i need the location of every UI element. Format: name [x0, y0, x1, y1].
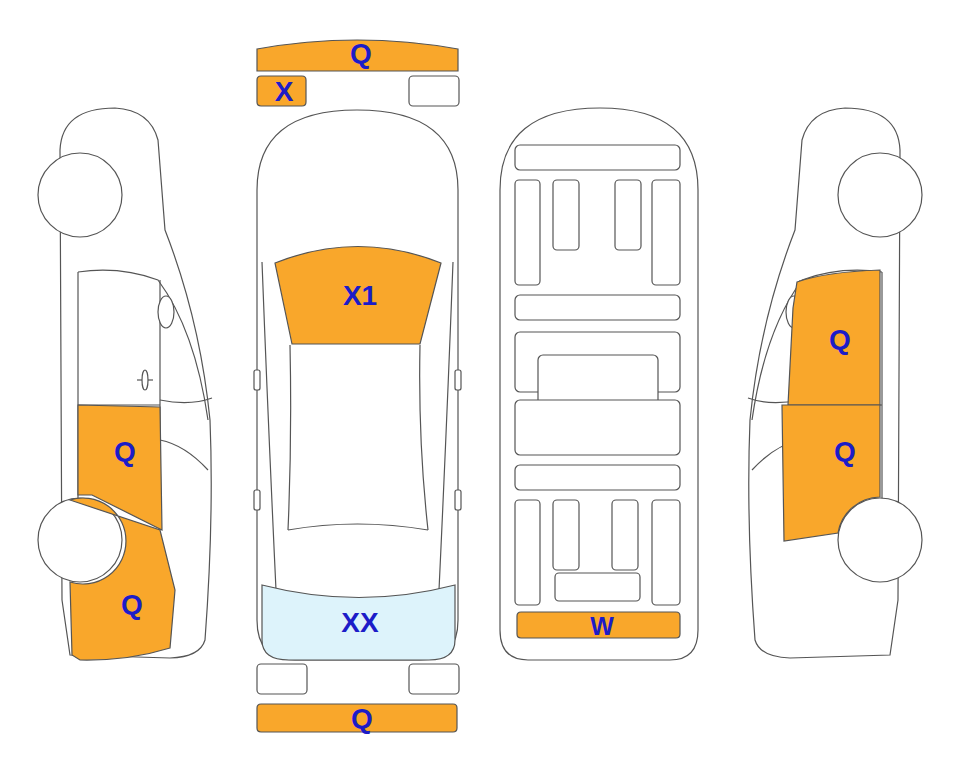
panel-shape: [76, 403, 166, 533]
panel-outline: [257, 76, 306, 106]
damage-code: XX: [341, 609, 378, 637]
left-rear-quarter-panel: Q: [68, 495, 178, 663]
damage-code: Q: [834, 438, 856, 466]
damage-code: Q: [121, 591, 143, 619]
damage-code: W: [590, 614, 614, 639]
damage-code: Q: [351, 705, 373, 733]
damage-code: Q: [114, 438, 136, 466]
panel-outline: [70, 498, 175, 660]
damage-code: Q: [350, 40, 372, 68]
rear-bumper-panel: Q: [257, 704, 457, 732]
panel-outline: [78, 405, 162, 530]
windshield-panel: X1: [272, 238, 444, 348]
damage-code: X: [275, 78, 294, 106]
right-front-door-panel: Q: [785, 268, 882, 408]
panel-outline: [788, 270, 880, 405]
panel-outline: [275, 247, 441, 345]
right-rear-door-panel: Q: [780, 405, 882, 545]
panel-outline: [517, 612, 680, 638]
panel-outline: [257, 40, 458, 71]
damage-code: X1: [343, 282, 377, 310]
damage-code: Q: [829, 326, 851, 354]
underside-view: [500, 108, 698, 660]
rear-window-panel: XX: [259, 580, 458, 662]
underbody-panel: W: [517, 612, 680, 638]
left-rear-door-panel: Q: [76, 403, 166, 533]
top-view-car: [254, 76, 461, 694]
panel-shape: [780, 405, 882, 545]
panel-outline: [262, 585, 455, 660]
headlight-panel: X: [257, 76, 306, 106]
panel-shape: [68, 495, 178, 663]
front-bumper-panel: Q: [257, 37, 458, 71]
panel-outline: [257, 704, 457, 732]
panel-outline: [782, 405, 880, 541]
